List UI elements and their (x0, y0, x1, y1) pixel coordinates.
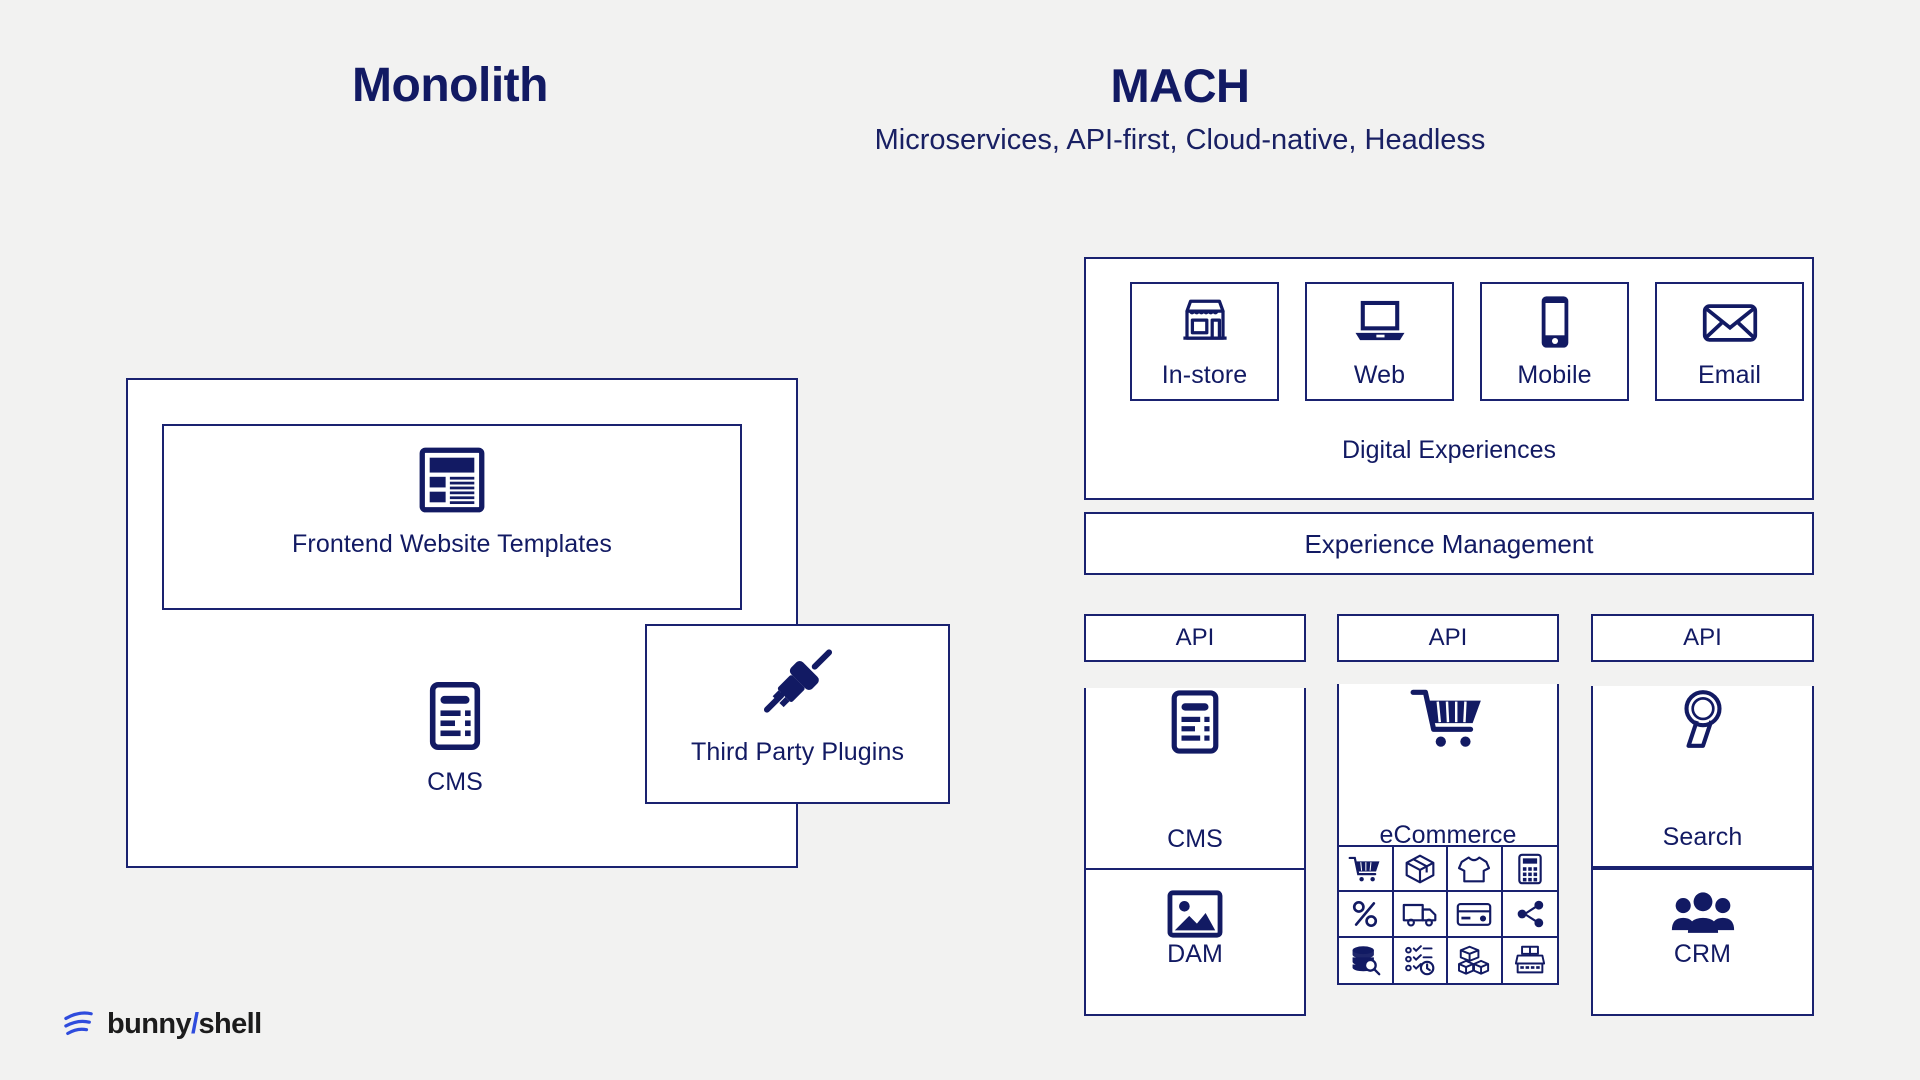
delivery-truck-icon (1402, 903, 1437, 927)
mach-title: MACH (1110, 59, 1250, 112)
channel-label: Email (1697, 361, 1761, 389)
mach-subtitle: Microservices, API-first, Cloud-native, … (874, 124, 1486, 156)
api-header: API (1084, 614, 1306, 662)
service-label: CMS (1167, 825, 1223, 853)
service-label: Search (1662, 823, 1743, 851)
magnifier-icon (1683, 690, 1722, 748)
channel-label: In-store (1161, 361, 1248, 389)
digital-experiences-caption: Digital Experiences (1342, 436, 1556, 464)
monolith-frontend-label: Frontend Website Templates (292, 530, 612, 558)
experience-management-box[interactable] (1084, 512, 1814, 575)
monolith-title: Monolith (352, 59, 548, 112)
service-search[interactable]: Search (1591, 686, 1814, 868)
capability-payment[interactable] (1448, 892, 1503, 938)
channel-email[interactable]: Email (1655, 282, 1804, 401)
service-label: CRM (1673, 940, 1732, 968)
channel-label: Web (1353, 361, 1406, 389)
capability-order-management[interactable] (1394, 937, 1448, 983)
capability-shipping[interactable] (1393, 892, 1448, 938)
envelope-icon (1702, 304, 1757, 342)
document-icon (429, 681, 481, 751)
document-icon (1171, 690, 1219, 754)
capability-discount[interactable] (1339, 892, 1394, 938)
shopping-cart-icon (1348, 856, 1380, 882)
capability-integrations[interactable] (1502, 892, 1557, 938)
service-label: DAM (1167, 940, 1223, 968)
plug-icon (763, 649, 832, 713)
channel-in-store[interactable]: In-store (1130, 282, 1279, 401)
smartphone-icon (1541, 296, 1568, 348)
calculator-icon (1518, 853, 1542, 884)
percent-icon (1353, 901, 1378, 927)
image-icon (1167, 890, 1223, 938)
capability-apparel[interactable] (1448, 847, 1503, 893)
storefront-icon (1182, 299, 1227, 340)
users-icon (1671, 892, 1734, 933)
api-header: API (1337, 614, 1559, 662)
service-crm[interactable]: CRM (1591, 868, 1814, 1016)
monolith-plugins-label: Third Party Plugins (690, 738, 905, 766)
website-template-icon (419, 447, 485, 513)
service-cms[interactable]: CMS (1084, 688, 1306, 870)
monolith-cms-label: CMS (427, 768, 483, 796)
bunnyshell-wordmark: bunny/shell (107, 1008, 262, 1041)
box-icon (1405, 854, 1435, 884)
capability-pos[interactable] (1503, 938, 1558, 983)
experience-management-label: Experience Management (1304, 529, 1594, 559)
channel-web[interactable]: Web (1305, 282, 1454, 401)
credit-card-icon (1456, 903, 1492, 926)
service-label: eCommerce (1379, 821, 1517, 849)
capability-product-box[interactable] (1393, 847, 1448, 893)
stacked-boxes-icon (1458, 946, 1490, 975)
cash-register-icon (1514, 946, 1545, 974)
bunnyshell-mark-icon (64, 1010, 93, 1035)
monolith-cms-block: CMS (330, 680, 580, 797)
capability-data-search[interactable] (1339, 937, 1394, 983)
service-dam[interactable]: DAM (1084, 868, 1306, 1016)
service-column-middle: API eCommerce (1337, 614, 1559, 866)
monolith-plugins-box: Third Party Plugins (645, 624, 950, 804)
logo-text-bunny: bunny (107, 1008, 192, 1040)
laptop-icon (1355, 300, 1404, 341)
share-nodes-icon (1517, 900, 1543, 928)
digital-experiences-channels: In-store Web Mobile Email (1130, 282, 1804, 401)
bunnyshell-logo: bunny/shell (62, 1008, 262, 1041)
ecommerce-capability-grid (1337, 845, 1559, 985)
capability-cart[interactable] (1339, 847, 1394, 893)
database-search-icon (1352, 946, 1381, 976)
service-column-left: API CMS (1084, 614, 1306, 870)
tshirt-icon (1458, 856, 1491, 883)
service-column-right: API Search (1591, 614, 1814, 868)
channel-mobile[interactable]: Mobile (1480, 282, 1629, 401)
api-header: API (1591, 614, 1814, 662)
logo-slash: / (191, 1008, 199, 1040)
checklist-clock-icon (1404, 945, 1435, 976)
capability-calculator[interactable] (1502, 847, 1557, 893)
service-ecommerce[interactable]: eCommerce (1337, 684, 1559, 866)
logo-text-shell: shell (198, 1008, 262, 1040)
channel-label: Mobile (1517, 361, 1592, 389)
shopping-cart-icon (1410, 689, 1481, 747)
monolith-frontend-box: Frontend Website Templates (162, 424, 742, 610)
capability-inventory[interactable] (1448, 937, 1503, 983)
